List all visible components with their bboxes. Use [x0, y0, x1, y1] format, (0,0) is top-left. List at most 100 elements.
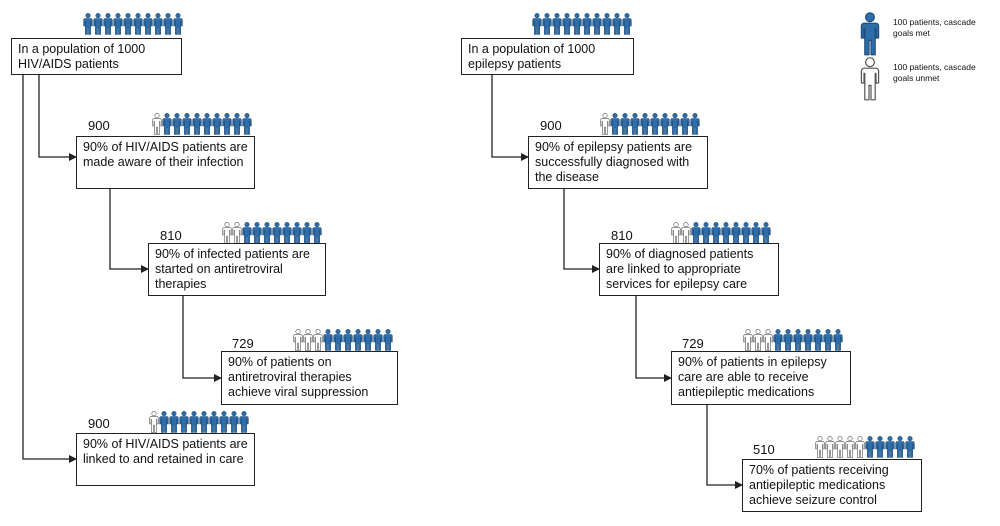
hiv-step3-icons [293, 329, 393, 351]
epi-step3-box: 90% of patients in epilepsy care are abl… [671, 351, 851, 405]
person-filled-icon [670, 113, 680, 135]
person-filled-icon [199, 411, 209, 433]
hiv-step2-box: 90% of infected patients are started on … [148, 243, 326, 296]
person-outline-icon [149, 411, 159, 433]
person-filled-icon [212, 113, 222, 135]
legend-met-icon-wrap [860, 12, 880, 56]
person-filled-icon [93, 13, 103, 35]
person-filled-icon [192, 113, 202, 135]
person-filled-icon [282, 222, 292, 244]
person-outline-icon [681, 222, 691, 244]
person-filled-icon [242, 113, 252, 135]
person-filled-icon [172, 113, 182, 135]
person-filled-icon [169, 411, 179, 433]
hiv-step4-box: 90% of HIV/AIDS patients are linked to a… [76, 433, 255, 486]
person-filled-icon [803, 329, 813, 351]
person-filled-icon [582, 13, 592, 35]
person-outline-icon [152, 113, 162, 135]
connector-hiv-step1-step2 [109, 189, 149, 273]
person-filled-icon [885, 436, 895, 458]
person-outline-icon [232, 222, 242, 244]
hiv-step1-text: 90% of HIV/AIDS patients are made aware … [83, 140, 248, 169]
person-filled-icon [353, 329, 363, 351]
person-filled-icon [123, 13, 133, 35]
epi-step1-icons [600, 113, 700, 135]
epi-step4-icons [815, 436, 915, 458]
hiv-step3-box: 90% of patients on antiretroviral therap… [221, 351, 398, 405]
person-filled-icon [552, 13, 562, 35]
person-filled-icon [660, 113, 670, 135]
epi-step4-count: 510 [753, 442, 775, 457]
hiv-step4-text: 90% of HIV/AIDS patients are linked to a… [83, 437, 248, 466]
person-filled-icon [302, 222, 312, 244]
person-filled-icon [209, 411, 219, 433]
epi-step4-box: 70% of patients receiving antiepileptic … [742, 459, 922, 512]
person-outline-icon [671, 222, 681, 244]
connector-epi-step2-step3 [635, 296, 672, 382]
person-filled-icon [701, 222, 711, 244]
person-filled-icon [363, 329, 373, 351]
hiv-root-icons [83, 13, 183, 35]
person-filled-icon [602, 13, 612, 35]
epi-root-text: In a population of 1000 epilepsy patient… [468, 42, 596, 71]
person-filled-icon [680, 113, 690, 135]
person-outline-icon [825, 436, 835, 458]
person-filled-icon [222, 113, 232, 135]
person-filled-icon [323, 329, 333, 351]
epi-step2-text: 90% of diagnosed patients are linked to … [606, 247, 754, 291]
connector-epi-step1-step2 [563, 189, 600, 273]
person-filled-icon [612, 13, 622, 35]
person-filled-icon [610, 113, 620, 135]
person-filled-icon [272, 222, 282, 244]
epi-root-box: In a population of 1000 epilepsy patient… [461, 38, 634, 75]
person-filled-icon [562, 13, 572, 35]
epi-step2-icons [671, 222, 771, 244]
person-outline-icon [815, 436, 825, 458]
person-outline-icon [860, 57, 880, 101]
person-outline-icon [845, 436, 855, 458]
epi-step3-count: 729 [682, 336, 704, 351]
person-filled-icon [343, 329, 353, 351]
person-filled-icon [159, 411, 169, 433]
epi-root-icons [532, 13, 632, 35]
person-filled-icon [202, 113, 212, 135]
epi-step2-box: 90% of diagnosed patients are linked to … [599, 243, 779, 296]
hiv-step1-icons [152, 113, 252, 135]
person-filled-icon [761, 222, 771, 244]
person-filled-icon [153, 13, 163, 35]
person-filled-icon [373, 329, 383, 351]
connector-hiv-root-step4 [22, 75, 77, 463]
hiv-step2-icons [222, 222, 322, 244]
hiv-step3-count: 729 [232, 336, 254, 351]
person-filled-icon [179, 411, 189, 433]
epi-step2-count: 810 [611, 228, 633, 243]
person-filled-icon [860, 12, 880, 56]
person-filled-icon [640, 113, 650, 135]
hiv-root-box: In a population of 1000 HIV/AIDS patient… [11, 38, 182, 75]
person-filled-icon [182, 113, 192, 135]
person-filled-icon [532, 13, 542, 35]
person-filled-icon [783, 329, 793, 351]
legend-unmet-icon-wrap [860, 57, 880, 101]
person-filled-icon [865, 436, 875, 458]
connector-epi-step3-step4 [706, 405, 743, 489]
person-filled-icon [833, 329, 843, 351]
epi-step3-icons [743, 329, 843, 351]
person-filled-icon [83, 13, 93, 35]
hiv-step1-count: 900 [88, 118, 110, 133]
person-filled-icon [905, 436, 915, 458]
person-filled-icon [721, 222, 731, 244]
hiv-step4-icons [149, 411, 249, 433]
person-filled-icon [630, 113, 640, 135]
person-filled-icon [690, 113, 700, 135]
hiv-step4-count: 900 [88, 416, 110, 431]
epi-step3-text: 90% of patients in epilepsy care are abl… [678, 355, 827, 399]
person-filled-icon [163, 13, 173, 35]
connector-hiv-root-step1 [38, 75, 77, 161]
person-outline-icon [313, 329, 323, 351]
connector-epi-root-step1 [491, 75, 529, 161]
hiv-step2-text: 90% of infected patients are started on … [155, 247, 310, 291]
person-filled-icon [773, 329, 783, 351]
person-filled-icon [542, 13, 552, 35]
person-outline-icon [855, 436, 865, 458]
